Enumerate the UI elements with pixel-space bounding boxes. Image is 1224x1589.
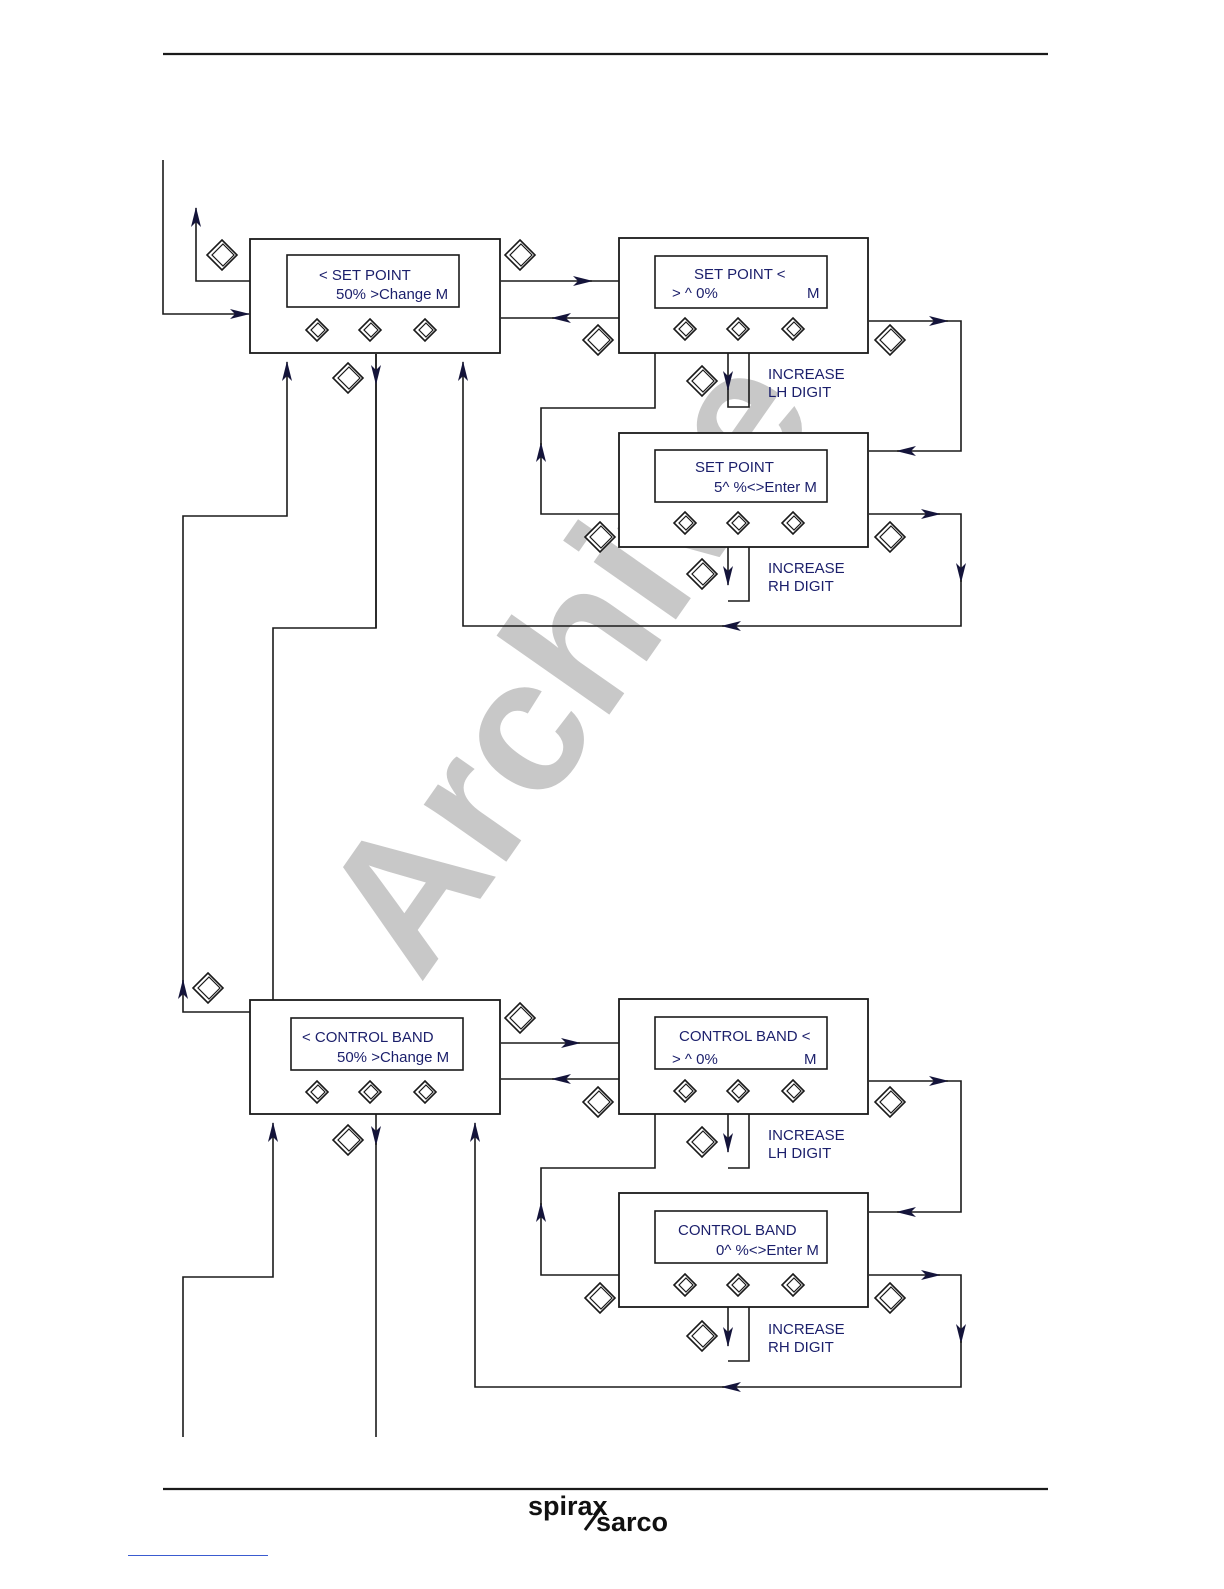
control-band-edit-lh-line2a: > ^ 0%	[672, 1051, 718, 1068]
control-band-edit-rh-line2: 0^ %<>Enter M	[716, 1242, 819, 1259]
sp-up-return-line	[183, 362, 287, 989]
cb-lh-increase-loop	[728, 1114, 749, 1168]
control-band-edit-lh-line2b: M	[804, 1051, 817, 1068]
set-point-edit-rh-line2: 5^ %<>Enter M	[714, 479, 817, 496]
set-point-line1: < SET POINT	[319, 267, 411, 284]
cb-rh-increase-loop	[728, 1307, 749, 1361]
set-point-note-rh-1: INCREASE	[768, 560, 845, 577]
sp-entry-line	[163, 160, 249, 314]
spirax-sarco-logo: spirax sarco	[528, 1491, 668, 1537]
set-point-edit-rh-line1: SET POINT	[695, 459, 774, 476]
control-band-edit-rh-line1: CONTROL BAND	[678, 1222, 797, 1239]
control-band-note-rh-2: RH DIGIT	[768, 1339, 834, 1356]
cb-up-entry-line	[183, 1123, 273, 1437]
cb-rh-to-lh-line	[541, 1203, 619, 1275]
set-point-line2: 50% >Change M	[336, 286, 448, 303]
control-band-note-lh-1: INCREASE	[768, 1127, 845, 1144]
control-band-note-rh-1: INCREASE	[768, 1321, 845, 1338]
footer-underline	[128, 1555, 268, 1556]
archive-watermark: Archive	[280, 316, 853, 1009]
control-band-line1: < CONTROL BAND	[302, 1029, 434, 1046]
control-band-note-lh-2: LH DIGIT	[768, 1145, 831, 1162]
control-band-line2: 50% >Change M	[337, 1049, 449, 1066]
set-point-edit-lh-line2a: > ^ 0%	[672, 285, 718, 302]
control-band-edit-lh-line1: CONTROL BAND <	[679, 1028, 811, 1045]
set-point-note-rh-2: RH DIGIT	[768, 578, 834, 595]
set-point-edit-lh-line2b: M	[807, 285, 820, 302]
logo-sarco: sarco	[596, 1507, 668, 1537]
control-band-group: < CONTROL BAND 50% >Change M CONTROL BAN…	[183, 980, 961, 1437]
set-point-edit-lh-line1: SET POINT <	[694, 266, 786, 283]
set-point-note-lh-1: INCREASE	[768, 366, 845, 383]
set-point-note-lh-2: LH DIGIT	[768, 384, 831, 401]
